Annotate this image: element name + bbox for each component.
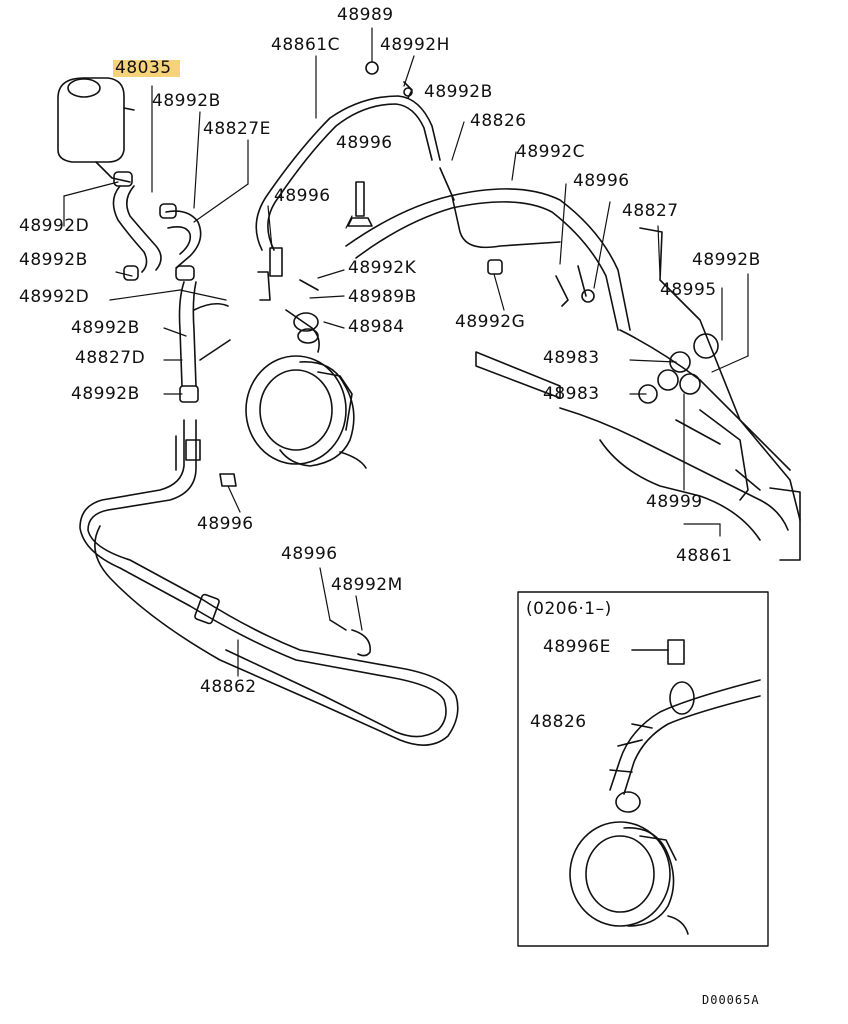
label-48992d-b: 48992D <box>19 287 90 307</box>
label-48992b-top: 48992B <box>424 82 493 102</box>
label-48996-a: 48996 <box>336 133 393 153</box>
label-48992g: 48992G <box>455 312 526 332</box>
label-48861: 48861 <box>676 546 733 566</box>
label-48827d: 48827D <box>75 348 146 368</box>
label-48992c: 48992C <box>516 142 585 162</box>
label-inset-range: (0206·1–) <box>526 599 612 619</box>
bolts-48996 <box>220 62 594 656</box>
power-steering-pump <box>246 310 366 468</box>
reservoir-tank <box>58 78 134 182</box>
label-48992b-right: 48992B <box>692 250 761 270</box>
label-48861c: 48861C <box>271 35 340 55</box>
label-48992b-d: 48992B <box>71 384 140 404</box>
pressure-hose-48826 <box>346 168 630 330</box>
steering-gear-box <box>476 228 800 560</box>
label-48999: 48999 <box>646 492 703 512</box>
label-48827e: 48827E <box>203 119 271 139</box>
label-48996-e: 48996 <box>281 544 338 564</box>
label-48983-a: 48983 <box>543 348 600 368</box>
return-hose-48827e <box>113 186 200 272</box>
label-48992d-a: 48992D <box>19 216 90 236</box>
diagram-code: D00065A <box>702 993 760 1007</box>
leader-lines <box>64 28 748 676</box>
suction-hose-48827d <box>180 282 231 402</box>
pressure-pipe-48861c <box>256 96 440 250</box>
label-48992m: 48992M <box>331 575 403 595</box>
label-48983-b: 48983 <box>543 384 600 404</box>
hose-clamps-48992 <box>114 172 194 280</box>
label-48992b-c: 48992B <box>71 318 140 338</box>
label-48989b: 48989B <box>348 287 417 307</box>
label-48827: 48827 <box>622 201 679 221</box>
label-48996-c: 48996 <box>274 186 331 206</box>
label-48996e: 48996E <box>543 637 611 657</box>
label-48989: 48989 <box>337 5 394 25</box>
inset-frame <box>518 592 768 946</box>
label-48992b-left: 48992B <box>19 250 88 270</box>
label-48984: 48984 <box>348 317 405 337</box>
inset-pump <box>570 822 688 934</box>
return-pipe-48862 <box>80 420 458 745</box>
label-48995: 48995 <box>660 280 717 300</box>
label-48996-b: 48996 <box>573 171 630 191</box>
label-48992h: 48992H <box>380 35 450 55</box>
label-48826: 48826 <box>470 111 527 131</box>
label-48862: 48862 <box>200 677 257 697</box>
label-48035: 48035 <box>113 60 180 77</box>
label-48826-inset: 48826 <box>530 712 587 732</box>
label-48996-d: 48996 <box>197 514 254 534</box>
label-48992b-mid: 48992B <box>152 91 221 111</box>
label-48992k: 48992K <box>348 258 417 278</box>
inset-hose-48826 <box>610 640 760 812</box>
